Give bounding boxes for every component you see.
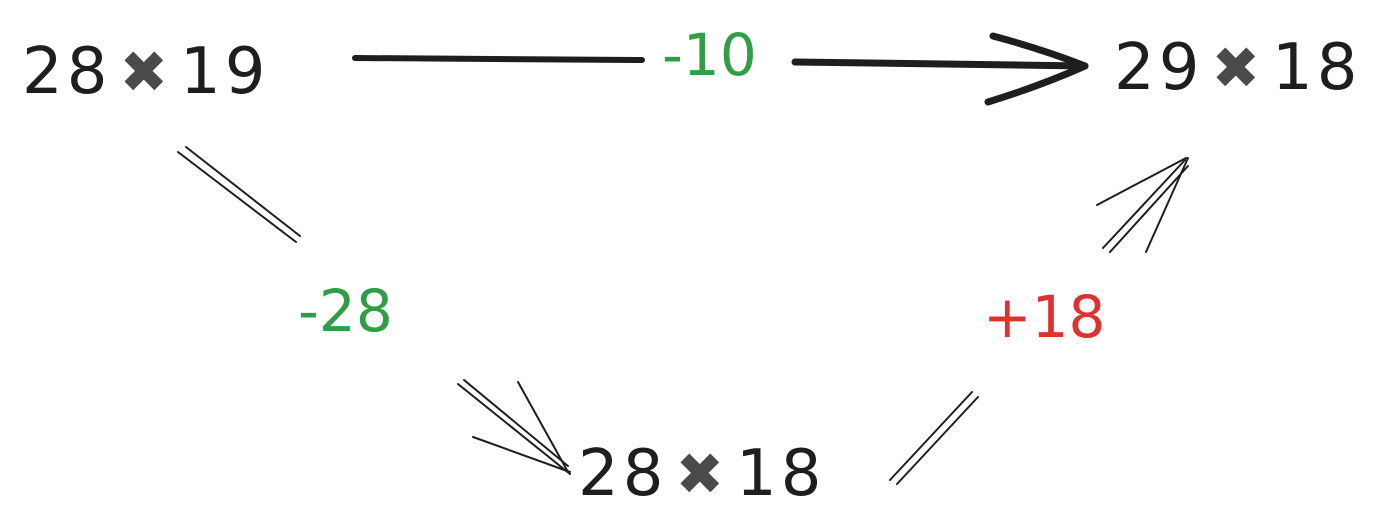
node-end: 29 ✖ 18	[1114, 36, 1361, 100]
node-start-left-number: 28	[22, 35, 112, 109]
arrow-middle-to-end-line-a	[889, 391, 973, 481]
edge-label-start-to-middle: -28	[298, 277, 393, 345]
node-middle-right-number: 18	[736, 437, 826, 511]
arrow-start-to-end-shaft-left	[352, 55, 645, 63]
arrow-start-to-end-shaft-right	[791, 58, 1089, 70]
multiplication-x-icon: ✖	[1211, 34, 1265, 102]
arrow-middle-to-end-line-c	[1102, 159, 1186, 249]
arrow-middle-to-end-line-b	[896, 396, 979, 485]
arrow-start-to-middle	[177, 146, 571, 475]
arrow-start-to-middle-line-a	[177, 151, 297, 243]
arrow-start-to-middle-line-c	[457, 383, 571, 475]
edge-label-middle-to-end: +18	[983, 283, 1106, 351]
arrow-middle-to-end-head-a	[1096, 157, 1187, 206]
node-end-right-number: 18	[1272, 31, 1362, 105]
arrow-middle-to-end	[889, 157, 1189, 485]
arrow-start-to-middle-line-b	[185, 146, 301, 237]
node-start: 28 ✖ 19	[22, 40, 269, 104]
arrow-start-to-middle-line-d	[463, 379, 569, 467]
node-middle-left-number: 28	[578, 437, 668, 511]
multiplication-x-icon: ✖	[675, 440, 729, 508]
arrow-middle-to-end-line-d	[1109, 165, 1189, 253]
arrow-start-to-middle-head-b	[472, 436, 571, 473]
arrow-start-to-end	[352, 32, 1089, 106]
arrow-middle-to-end-head-b	[1145, 157, 1189, 253]
node-start-right-number: 19	[180, 35, 270, 109]
edge-label-start-to-end: -10	[662, 21, 757, 89]
node-middle: 28 ✖ 18	[578, 442, 825, 506]
arrow-start-to-middle-head-a	[517, 381, 569, 473]
arrow-start-to-end-head	[984, 32, 1089, 106]
multiplication-x-icon: ✖	[119, 38, 173, 106]
node-end-left-number: 29	[1114, 31, 1204, 105]
